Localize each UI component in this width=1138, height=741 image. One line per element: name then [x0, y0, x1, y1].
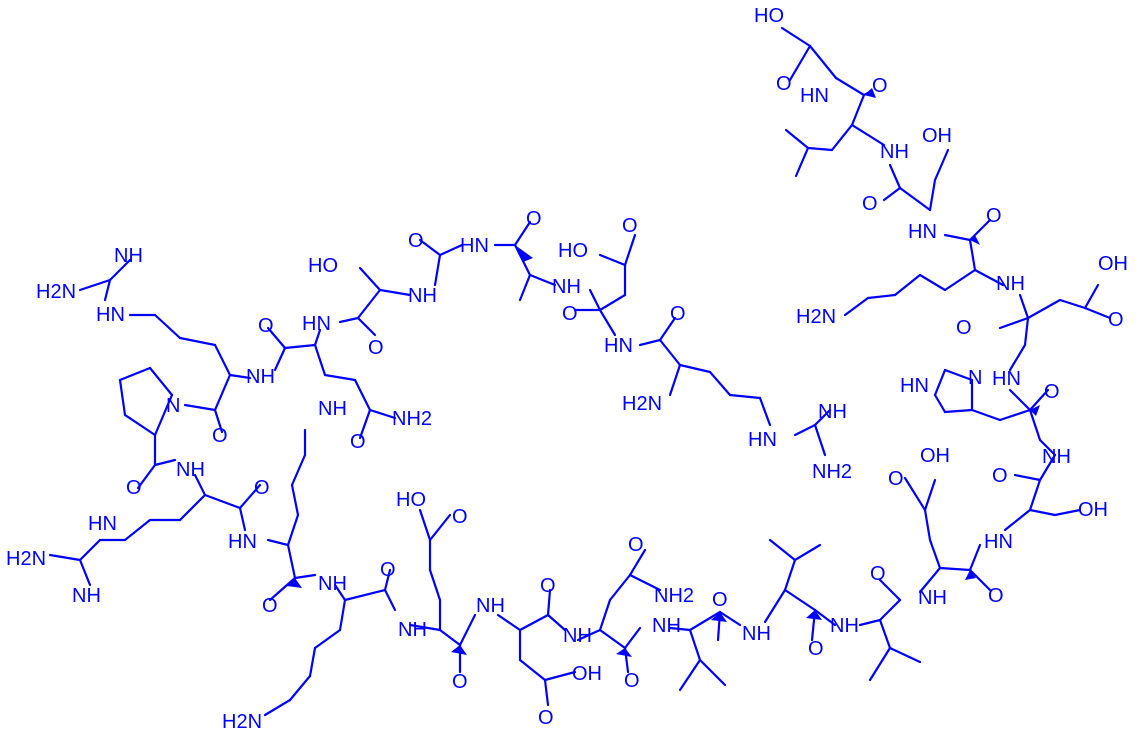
atom-label-oh-2: OH [1098, 253, 1128, 275]
atom-label-hn-4: HN [900, 375, 929, 397]
atom-label-o-9: O [992, 465, 1008, 487]
atom-label-hn-10: HN [460, 235, 489, 257]
atom-label-o-23: O [126, 477, 142, 499]
atom-label-o-30: O [622, 215, 638, 237]
atom-label-nh-6: NH [742, 623, 771, 645]
atom-label-o-1: O [776, 73, 792, 95]
atom-label-oh-5: OH [572, 663, 602, 685]
atom-label-nh-12: NH [176, 459, 205, 481]
atom-label-nh2-2: NH2 [392, 408, 432, 430]
atom-label-oh-3: OH [920, 445, 950, 467]
atom-label-nh-2: NH [996, 273, 1025, 295]
atom-label-o-18: O [452, 506, 468, 528]
atom-label-o-24: O [212, 425, 228, 447]
atom-label-o-7: O [1044, 381, 1060, 403]
atom-label-nh2-1: NH2 [654, 585, 694, 607]
atom-label-ho-3: HO [308, 255, 338, 277]
atom-label-nh-17: NH [408, 285, 437, 307]
atom-label-o-25: O [258, 315, 274, 337]
atom-label-o-13: O [712, 589, 728, 611]
atom-label-o-5: O [1108, 309, 1124, 331]
stereo-wedge-layer [287, 88, 1040, 657]
bond-layer [48, 26, 1112, 717]
atom-label-ho-1: HO [754, 5, 784, 27]
atom-label-o-6: O [956, 317, 972, 339]
atom-label-h2n-5: H2N [622, 393, 662, 415]
atom-label-n-2: N [166, 395, 180, 417]
atom-label-o-2: O [872, 75, 888, 97]
atom-label-nh-8: NH [563, 625, 592, 647]
atom-label-o-26: O [350, 431, 366, 453]
atom-label-nh-18: NH [552, 276, 581, 298]
atom-label-layer: HO O HN O NH OH O HN O NH OH O H2N O HN … [6, 5, 1128, 733]
atom-label-nh-7: NH [652, 615, 681, 637]
atom-label-ho-2: HO [396, 489, 426, 511]
atom-label-nh-14: NH [246, 366, 275, 388]
atom-label-nh-13: NH [72, 585, 101, 607]
atom-label-o-28: O [408, 230, 424, 252]
atom-label-nh-15: NH [114, 245, 143, 267]
atom-label-o-10: O [870, 563, 886, 585]
atom-label-nh-4: NH [918, 587, 947, 609]
atom-label-hn-3: HN [992, 368, 1021, 390]
atom-label-h2n-4: H2N [36, 281, 76, 303]
atom-label-nh-19: NH [818, 401, 847, 423]
atom-label-oh-4: OH [1078, 499, 1108, 521]
atom-label-hn-2: HN [908, 221, 937, 243]
atom-label-o-21: O [262, 595, 278, 617]
atom-label-nh-3: NH [1042, 446, 1071, 468]
atom-label-o-15: O [624, 670, 640, 692]
atom-label-hn-1: HN [800, 85, 829, 107]
atom-label-o-3: O [862, 193, 878, 215]
atom-label-hn-11: HN [604, 335, 633, 357]
atom-label-nh-1: NH [880, 141, 909, 163]
atom-label-o-17: O [538, 707, 554, 729]
atom-label-h2n-3: H2N [6, 548, 46, 570]
atom-label-hn-9: HN [302, 313, 331, 335]
atom-label-o-14: O [628, 534, 644, 556]
atom-label-hn-8: HN [96, 304, 125, 326]
atom-label-hn-5: HN [984, 531, 1013, 553]
atom-label-h2n-2: H2N [222, 711, 262, 733]
atom-label-o-32: O [670, 303, 686, 325]
atom-label-o-29: O [526, 208, 542, 230]
atom-label-nh-16: NH [318, 398, 347, 420]
atom-label-o-20: O [380, 559, 396, 581]
atom-label-oh-1: OH [922, 125, 952, 147]
atom-label-o-8: O [888, 468, 904, 490]
atom-label-hn-6: HN [228, 531, 257, 553]
atom-label-nh-5: NH [830, 615, 859, 637]
atom-label-o-16: O [540, 575, 556, 597]
atom-label-h2n-1: H2N [796, 306, 836, 328]
atom-label-n-1: N [968, 367, 982, 389]
atom-label-o-11: O [988, 585, 1004, 607]
atom-label-nh-10: NH [398, 619, 427, 641]
atom-label-o-4: O [986, 205, 1002, 227]
atom-label-o-22: O [254, 477, 270, 499]
atom-label-nh-11: NH [318, 573, 347, 595]
atom-label-o-31: O [562, 303, 578, 325]
atom-label-hn-12: HN [748, 429, 777, 451]
atom-label-o-19: O [452, 671, 468, 693]
atom-label-nh-9: NH [476, 595, 505, 617]
atom-label-o-12: O [808, 638, 824, 660]
atom-label-ho-4: HO [558, 240, 588, 262]
atom-label-nh2-3: NH2 [812, 461, 852, 483]
atom-label-o-27: O [368, 337, 384, 359]
atom-label-hn-7: HN [88, 513, 117, 535]
